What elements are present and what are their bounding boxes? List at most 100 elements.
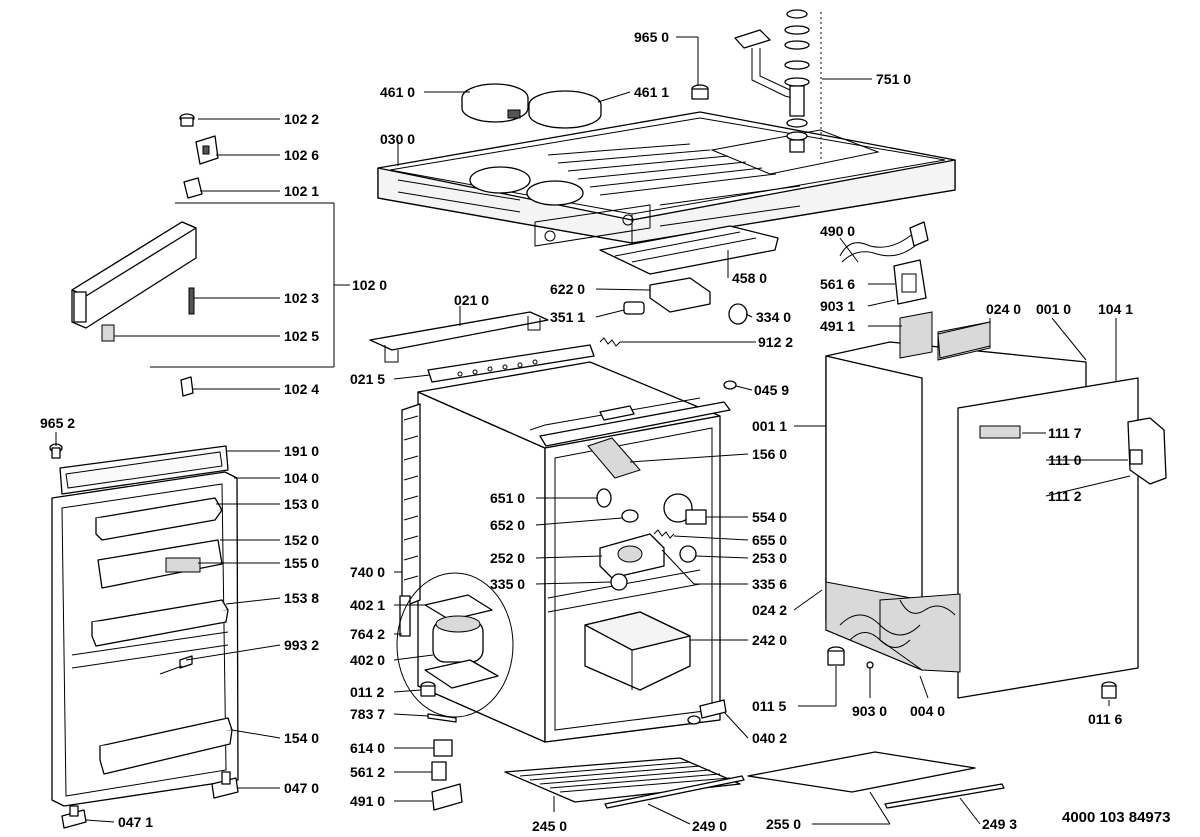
label-402-0: 402 0 <box>350 652 385 668</box>
clip-024-0 <box>937 321 991 359</box>
label-004-0: 004 0 <box>910 703 945 719</box>
label-255-0: 255 0 <box>766 816 801 832</box>
hinge-bottom <box>211 771 239 799</box>
label-001-0: 001 0 <box>1036 301 1071 317</box>
hinge-bottom-left <box>61 805 87 829</box>
hinge-bracket <box>195 135 219 165</box>
shelf-panel-255 <box>747 751 976 793</box>
document-number: 4000 103 84973 <box>1062 809 1170 826</box>
label-903-0: 903 0 <box>852 703 887 719</box>
label-561-6: 561 6 <box>820 276 855 292</box>
label-655-0: 655 0 <box>752 532 787 548</box>
connector-561-2 <box>431 761 447 781</box>
label-651-0: 651 0 <box>490 490 525 506</box>
thermostat-614 <box>433 739 453 757</box>
label-965-2: 965 2 <box>40 415 75 431</box>
hob-ribs <box>547 143 777 196</box>
label-021-0: 021 0 <box>454 292 489 308</box>
shelf-trim-249-0 <box>604 775 745 809</box>
foot-011-6 <box>1101 681 1117 699</box>
label-249-3: 249 3 <box>982 816 1017 832</box>
plug-351 <box>623 301 645 315</box>
label-040-2: 040 2 <box>752 730 787 746</box>
label-461-0: 461 0 <box>380 84 415 100</box>
label-491-0: 491 0 <box>350 793 385 809</box>
pin <box>427 713 457 723</box>
fridge-door <box>51 445 239 807</box>
label-102-5: 102 5 <box>284 328 319 344</box>
compressor-detail <box>396 572 514 718</box>
label-154-0: 154 0 <box>284 730 319 746</box>
crisper-drawer <box>584 611 691 691</box>
label-111-2: 111 2 <box>1048 488 1082 504</box>
label-155-0: 155 0 <box>284 555 319 571</box>
label-764-2: 764 2 <box>350 626 385 642</box>
tap-assembly <box>734 9 822 160</box>
label-253-0: 253 0 <box>752 550 787 566</box>
hotplate-small <box>528 90 602 129</box>
label-245-0: 245 0 <box>532 818 567 834</box>
label-021-5: 021 5 <box>350 371 385 387</box>
thermostat-housing <box>599 533 665 579</box>
insulation-block <box>899 311 933 359</box>
part-253 <box>679 545 697 563</box>
label-152-0: 152 0 <box>284 532 319 548</box>
door-handle <box>1127 417 1167 485</box>
screw-912 <box>599 337 621 347</box>
label-024-0: 024 0 <box>986 301 1021 317</box>
label-335-0: 335 0 <box>490 576 525 592</box>
spring-655 <box>653 529 675 539</box>
freezer-flap <box>71 221 197 342</box>
bottom-bracket <box>687 699 727 725</box>
label-249-0: 249 0 <box>692 818 727 834</box>
label-102-3: 102 3 <box>284 290 319 306</box>
outer-housing <box>825 321 1139 699</box>
label-491-1: 491 1 <box>820 318 855 334</box>
foot-011-5 <box>827 646 845 666</box>
glass-shelf <box>504 757 741 803</box>
label-111-0: 111 0 <box>1048 452 1082 468</box>
lamp-holder <box>596 488 612 508</box>
label-252-0: 252 0 <box>490 550 525 566</box>
screw-903-0 <box>866 661 874 669</box>
label-045-9: 045 9 <box>754 382 789 398</box>
label-740-0: 740 0 <box>350 564 385 580</box>
label-024-2: 024 2 <box>752 602 787 618</box>
label-242-0: 242 0 <box>752 632 787 648</box>
label-490-0: 490 0 <box>820 223 855 239</box>
knob-965 <box>691 84 709 100</box>
label-001-1: 001 1 <box>752 418 787 434</box>
label-561-2: 561 2 <box>350 764 385 780</box>
label-102-4: 102 4 <box>284 381 319 397</box>
label-783-7: 783 7 <box>350 706 385 722</box>
label-104-1: 104 1 <box>1098 301 1133 317</box>
label-102-6: 102 6 <box>284 147 319 163</box>
hinge-clip <box>183 177 203 199</box>
label-102-1: 102 1 <box>284 183 319 199</box>
label-153-0: 153 0 <box>284 496 319 512</box>
label-461-1: 461 1 <box>634 84 669 100</box>
thermostat-knob <box>610 573 628 591</box>
leader-lines <box>55 36 1131 825</box>
shelf-trim-249-3 <box>884 783 1005 809</box>
label-993-2: 993 2 <box>284 637 319 653</box>
label-191-0: 191 0 <box>284 443 319 459</box>
label-351-1: 351 1 <box>550 309 585 325</box>
door-plug <box>49 443 63 459</box>
holder-554 <box>663 493 707 525</box>
label-011-6: 011 6 <box>1088 711 1122 727</box>
label-047-1: 047 1 <box>118 814 153 830</box>
cabinet-body <box>369 311 737 743</box>
label-402-1: 402 1 <box>350 597 385 613</box>
flap-hinge-small <box>180 376 194 397</box>
power-cord <box>839 221 929 263</box>
label-102-2: 102 2 <box>284 111 319 127</box>
support-bracket <box>599 225 779 275</box>
label-458-0: 458 0 <box>732 270 767 286</box>
label-047-0: 047 0 <box>284 780 319 796</box>
label-614-0: 614 0 <box>350 740 385 756</box>
label-111-7: 111 7 <box>1048 425 1082 441</box>
condenser <box>399 403 421 637</box>
label-156-0: 156 0 <box>752 446 787 462</box>
